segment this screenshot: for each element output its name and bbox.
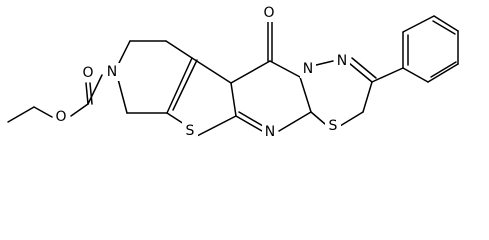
thiadiazine-sulfur-label: S (329, 118, 338, 134)
ester-carbonyl-oxygen-label: O (82, 65, 93, 81)
atom-labels: O O N S O N N N S (53, 4, 350, 141)
chemical-structure-diagram: O O N S O N N N S (7, 4, 459, 141)
bond-lines (7, 15, 459, 137)
diazine-nitrogen-top-label: N (303, 61, 313, 77)
piperidine-nitrogen-label: N (107, 64, 117, 80)
pyrimidine-nitrogen-label: N (265, 124, 275, 140)
ester-ether-oxygen-label: O (55, 109, 66, 125)
diazine-nitrogen-right-label: N (337, 53, 347, 69)
carbonyl-oxygen-label: O (263, 5, 274, 21)
thiophene-sulfur-label: S (186, 123, 195, 139)
